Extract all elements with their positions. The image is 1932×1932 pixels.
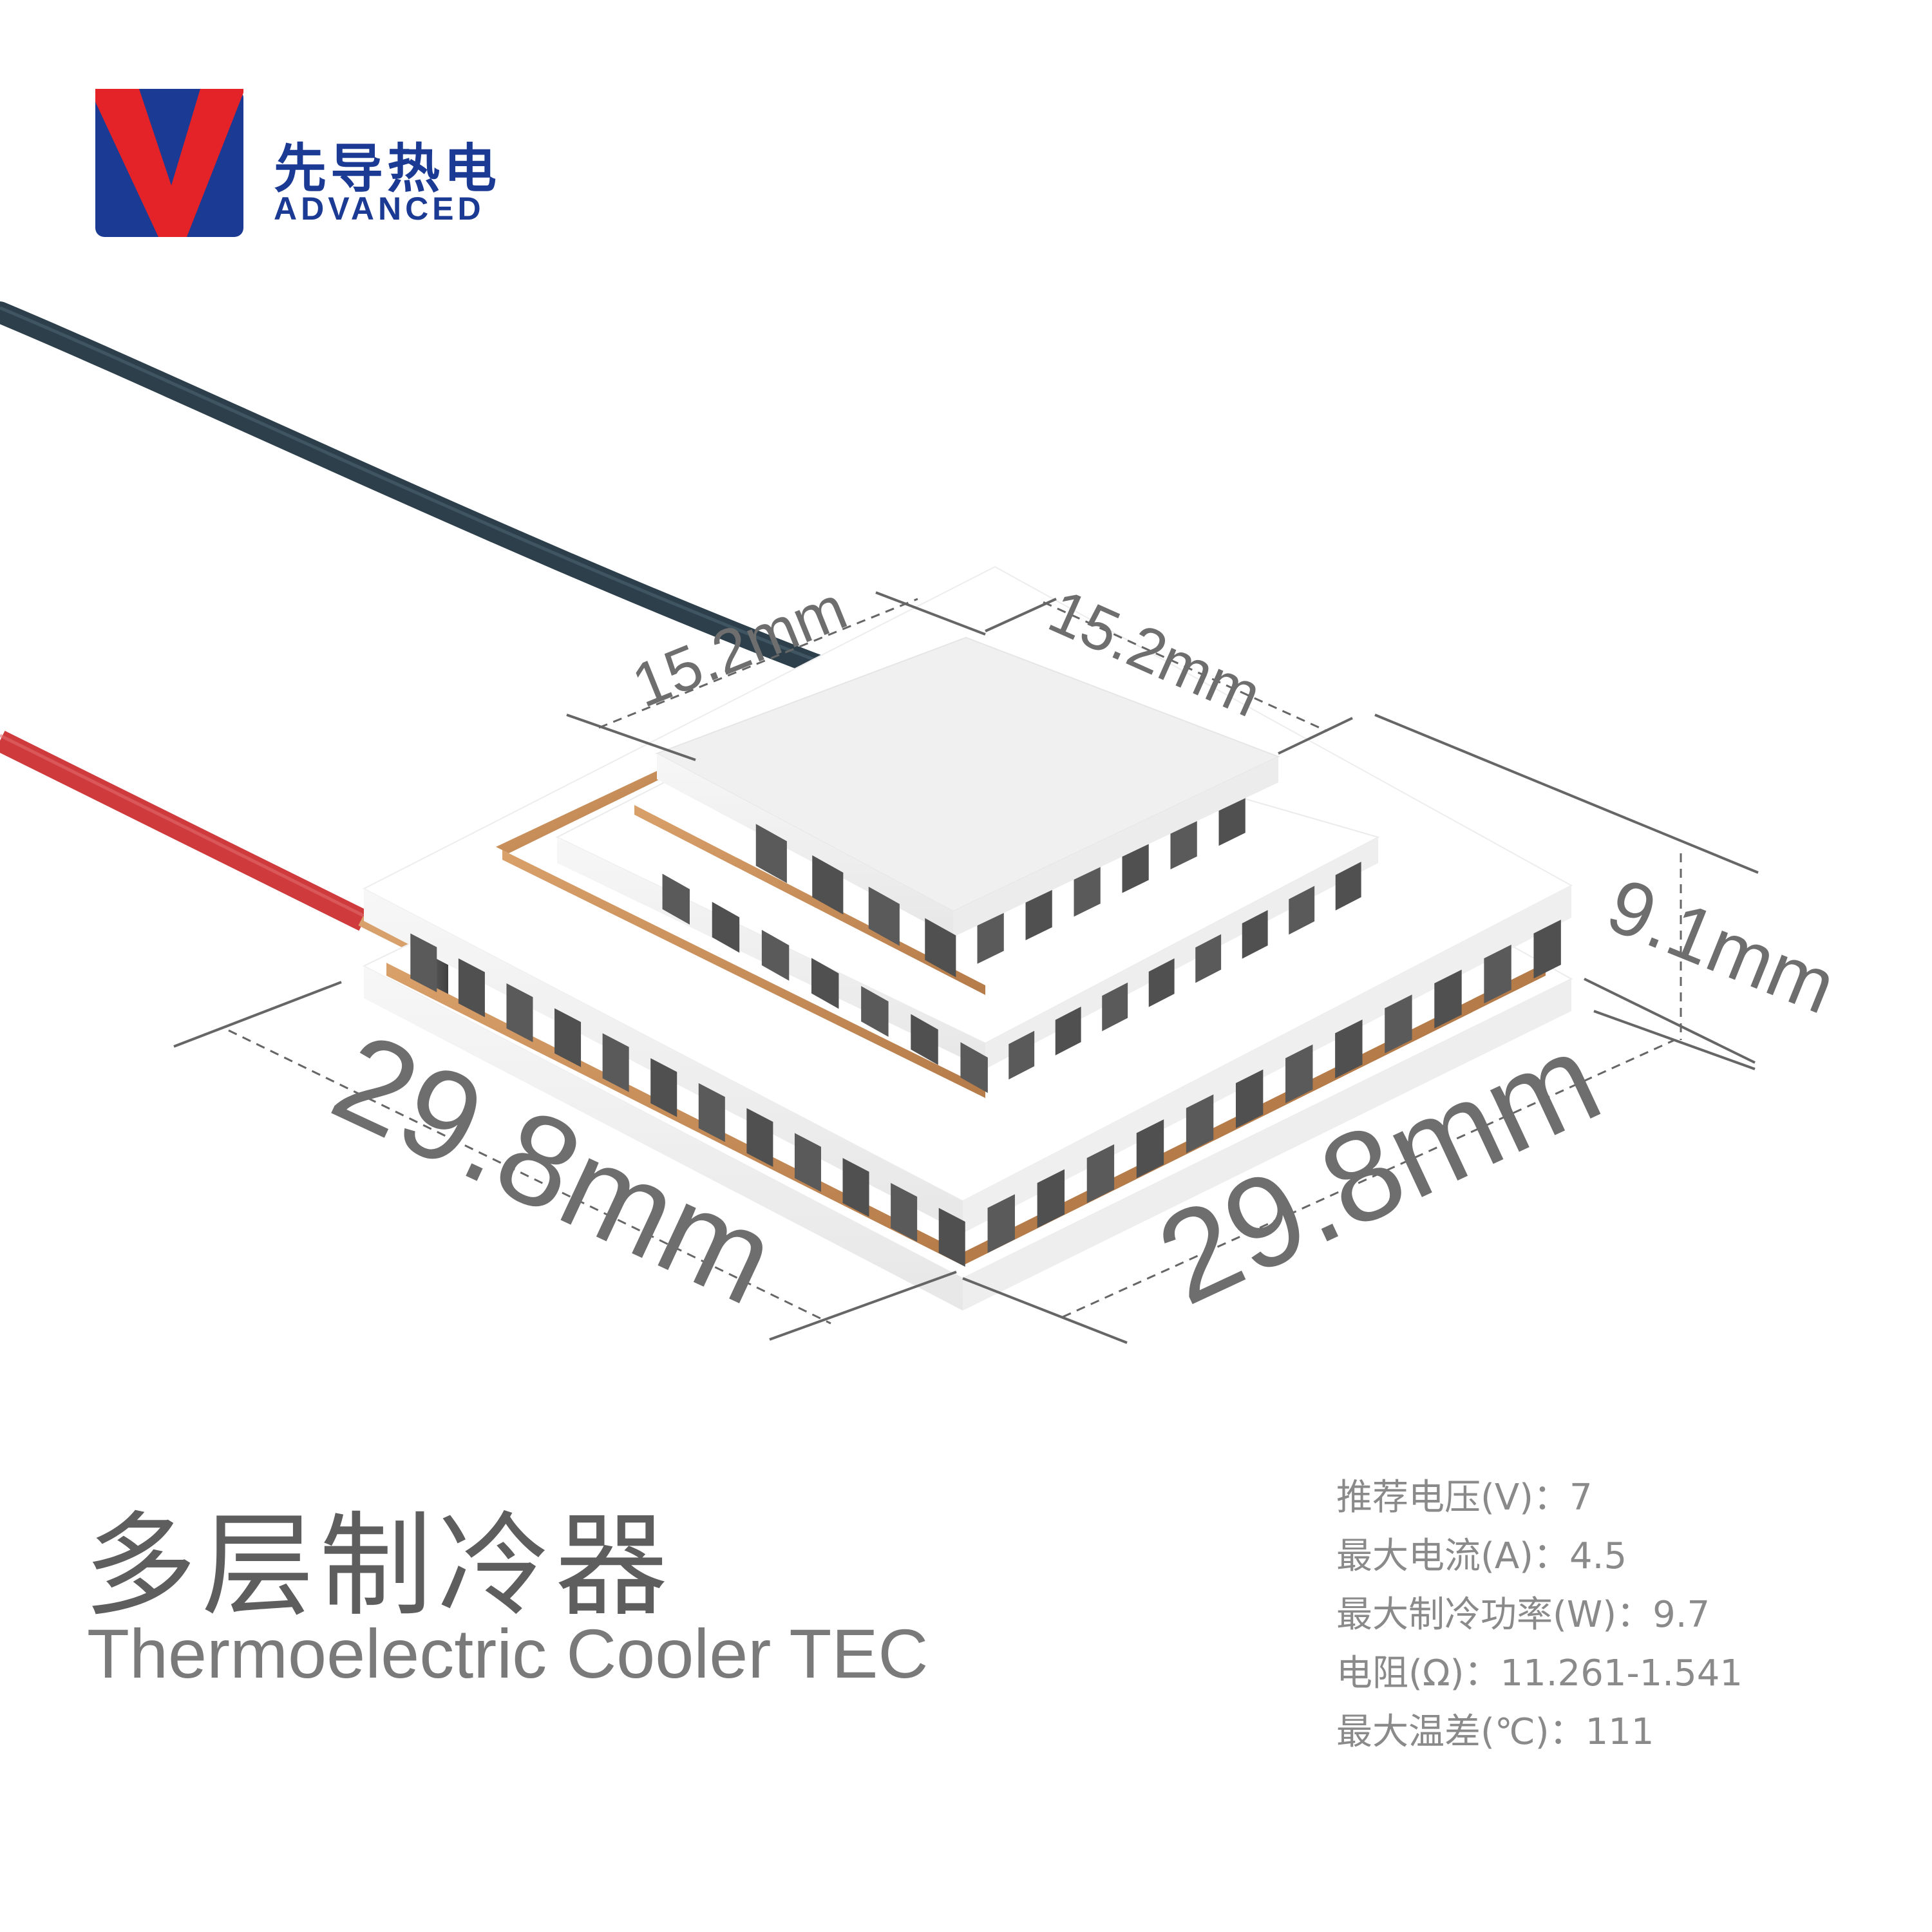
semiconductor-pillar: [1102, 982, 1128, 1032]
semiconductor-pillar: [891, 1182, 918, 1242]
semiconductor-pillar: [746, 1108, 773, 1167]
spec-label: 最大制冷功率(W)：: [1336, 1594, 1653, 1636]
semiconductor-pillar: [911, 1014, 938, 1065]
semiconductor-pillar: [554, 1008, 582, 1067]
spec-value: 11.261-1.541: [1500, 1653, 1743, 1694]
pillars-bottom-left: [410, 933, 965, 1267]
stage-top: [634, 636, 1280, 995]
spec-value: 4.5: [1569, 1535, 1627, 1577]
semiconductor-pillar: [650, 1058, 677, 1117]
spec-value: 7: [1569, 1477, 1593, 1519]
pillars-top-left: [755, 824, 956, 978]
semiconductor-pillar: [458, 958, 485, 1018]
semiconductor-pillar: [1136, 1119, 1164, 1179]
brand-name-cn: 先导热电: [274, 138, 501, 200]
brand-logo: [95, 89, 243, 237]
semiconductor-pillar: [1195, 934, 1222, 983]
product-title-cn: 多层制冷器: [84, 1501, 673, 1632]
semiconductor-pillar: [811, 958, 839, 1009]
wire-positive: [0, 730, 415, 952]
semiconductor-pillar: [1148, 958, 1175, 1007]
semiconductor-pillar: [1285, 1044, 1313, 1104]
pillars-bottom-right: [987, 920, 1561, 1253]
semiconductor-pillar: [1434, 969, 1462, 1028]
semiconductor-pillar: [698, 1083, 725, 1142]
spec-row-voltage: 推荐电压(V)：7: [1336, 1468, 1743, 1527]
semiconductor-pillar: [842, 1158, 869, 1217]
semiconductor-pillar: [1086, 1144, 1115, 1204]
logo-v-mark: [95, 89, 243, 237]
semiconductor-pillar: [506, 983, 533, 1043]
semiconductor-pillar: [1385, 994, 1412, 1054]
spec-row-current: 最大电流(A)：4.5: [1336, 1527, 1743, 1586]
spec-list: 推荐电压(V)：7 最大电流(A)：4.5 最大制冷功率(W)：9.7 电阻(Ω…: [1336, 1468, 1743, 1761]
semiconductor-pillar: [960, 1042, 988, 1094]
pillars-middle-right: [1009, 862, 1361, 1080]
semiconductor-pillar: [755, 824, 787, 884]
dimension-lines: [173, 591, 1759, 1344]
semiconductor-pillar: [938, 1208, 965, 1267]
spec-label: 电阻(Ω)：: [1336, 1653, 1501, 1694]
semiconductor-pillar: [1186, 1094, 1214, 1153]
semiconductor-pillar: [1242, 910, 1268, 959]
semiconductor-pillar: [977, 909, 1004, 964]
semiconductor-pillar: [925, 918, 956, 978]
semiconductor-pillar: [761, 929, 790, 981]
spec-label: 推荐电压(V)：: [1336, 1477, 1570, 1519]
semiconductor-pillar: [812, 855, 844, 914]
semiconductor-pillar: [794, 1133, 821, 1192]
semiconductor-pillar: [1289, 886, 1315, 935]
semiconductor-pillar: [1235, 1069, 1264, 1128]
spec-label: 最大温差(℃)：: [1336, 1711, 1586, 1753]
semiconductor-pillar: [602, 1033, 629, 1092]
semiconductor-pillar: [1533, 920, 1561, 979]
semiconductor-pillar: [861, 986, 889, 1037]
wire-negative: [0, 301, 884, 697]
spec-value: 9.7: [1653, 1594, 1710, 1636]
spec-row-cooling-power: 最大制冷功率(W)：9.7: [1336, 1586, 1743, 1644]
semiconductor-pillar: [868, 886, 900, 946]
semiconductor-pillar: [1335, 862, 1361, 911]
semiconductor-pillar: [410, 933, 437, 992]
spec-row-resistance: 电阻(Ω)：11.261-1.541: [1336, 1644, 1743, 1703]
semiconductor-pillar: [1037, 1169, 1065, 1228]
brand-name-en: ADVANCED: [274, 191, 485, 227]
semiconductor-pillar: [987, 1194, 1015, 1253]
semiconductor-pillar: [1055, 1007, 1081, 1056]
product-title-en: Thermoelectric Cooler TEC: [87, 1615, 929, 1692]
semiconductor-pillar: [712, 902, 740, 953]
semiconductor-pillar: [1484, 944, 1511, 1004]
semiconductor-pillar: [1009, 1030, 1035, 1080]
semiconductor-pillar: [1335, 1019, 1363, 1079]
semiconductor-pillar: [662, 873, 690, 925]
spec-value: 111: [1585, 1711, 1654, 1753]
spec-row-temp-diff: 最大温差(℃)：111: [1336, 1703, 1743, 1761]
pillars-middle-left: [662, 873, 988, 1094]
spec-label: 最大电流(A)：: [1336, 1535, 1570, 1577]
